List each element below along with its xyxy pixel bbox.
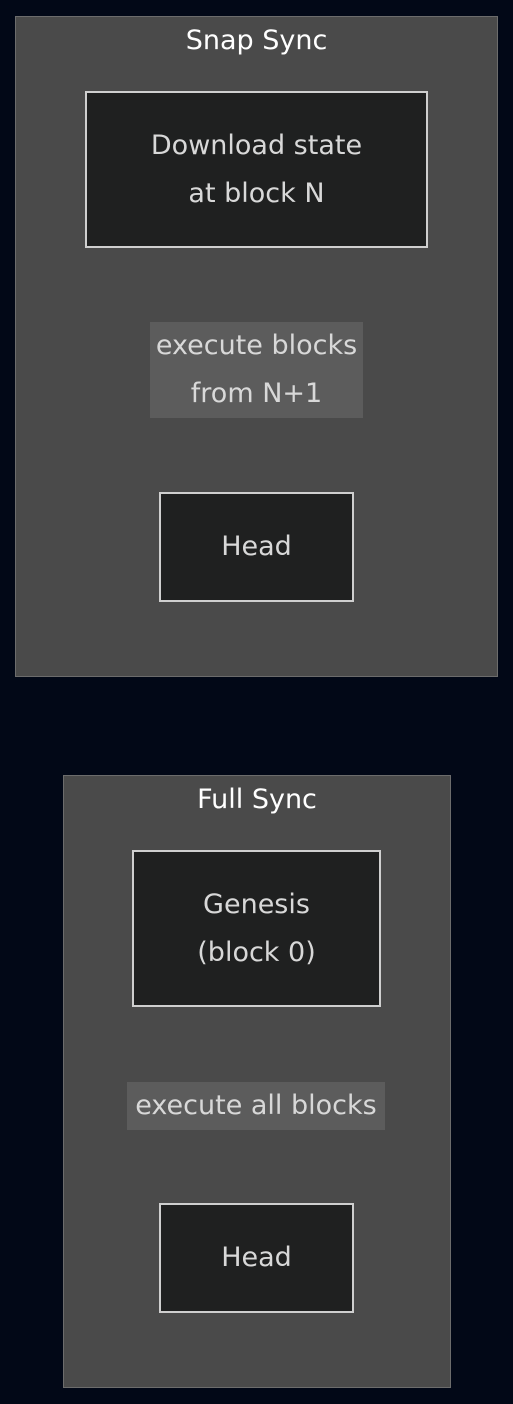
snap-edge-label-line2: from N+1 [190, 378, 323, 409]
snap-head-node[interactable]: Head [159, 492, 354, 602]
download-state-label-line2: at block N [188, 177, 325, 209]
snap-edge-label: execute blocks from N+1 [150, 322, 363, 418]
genesis-node[interactable]: Genesis (block 0) [132, 850, 381, 1007]
full-sync-title: Full Sync [197, 784, 317, 815]
full-head-node[interactable]: Head [159, 1203, 354, 1313]
full-edge-label: execute all blocks [127, 1082, 385, 1130]
genesis-label-line1: Genesis [203, 888, 310, 920]
download-state-label-line1: Download state [150, 129, 363, 161]
full-head-label: Head [221, 1242, 292, 1273]
download-state-node[interactable]: Download state at block N [85, 91, 428, 248]
snap-sync-title: Snap Sync [185, 25, 328, 56]
snap-edge-label-line1: execute blocks [155, 330, 358, 361]
full-edge-label-line1: execute all blocks [135, 1090, 377, 1121]
genesis-label-line2: (block 0) [197, 936, 316, 968]
snap-head-label: Head [221, 531, 292, 562]
